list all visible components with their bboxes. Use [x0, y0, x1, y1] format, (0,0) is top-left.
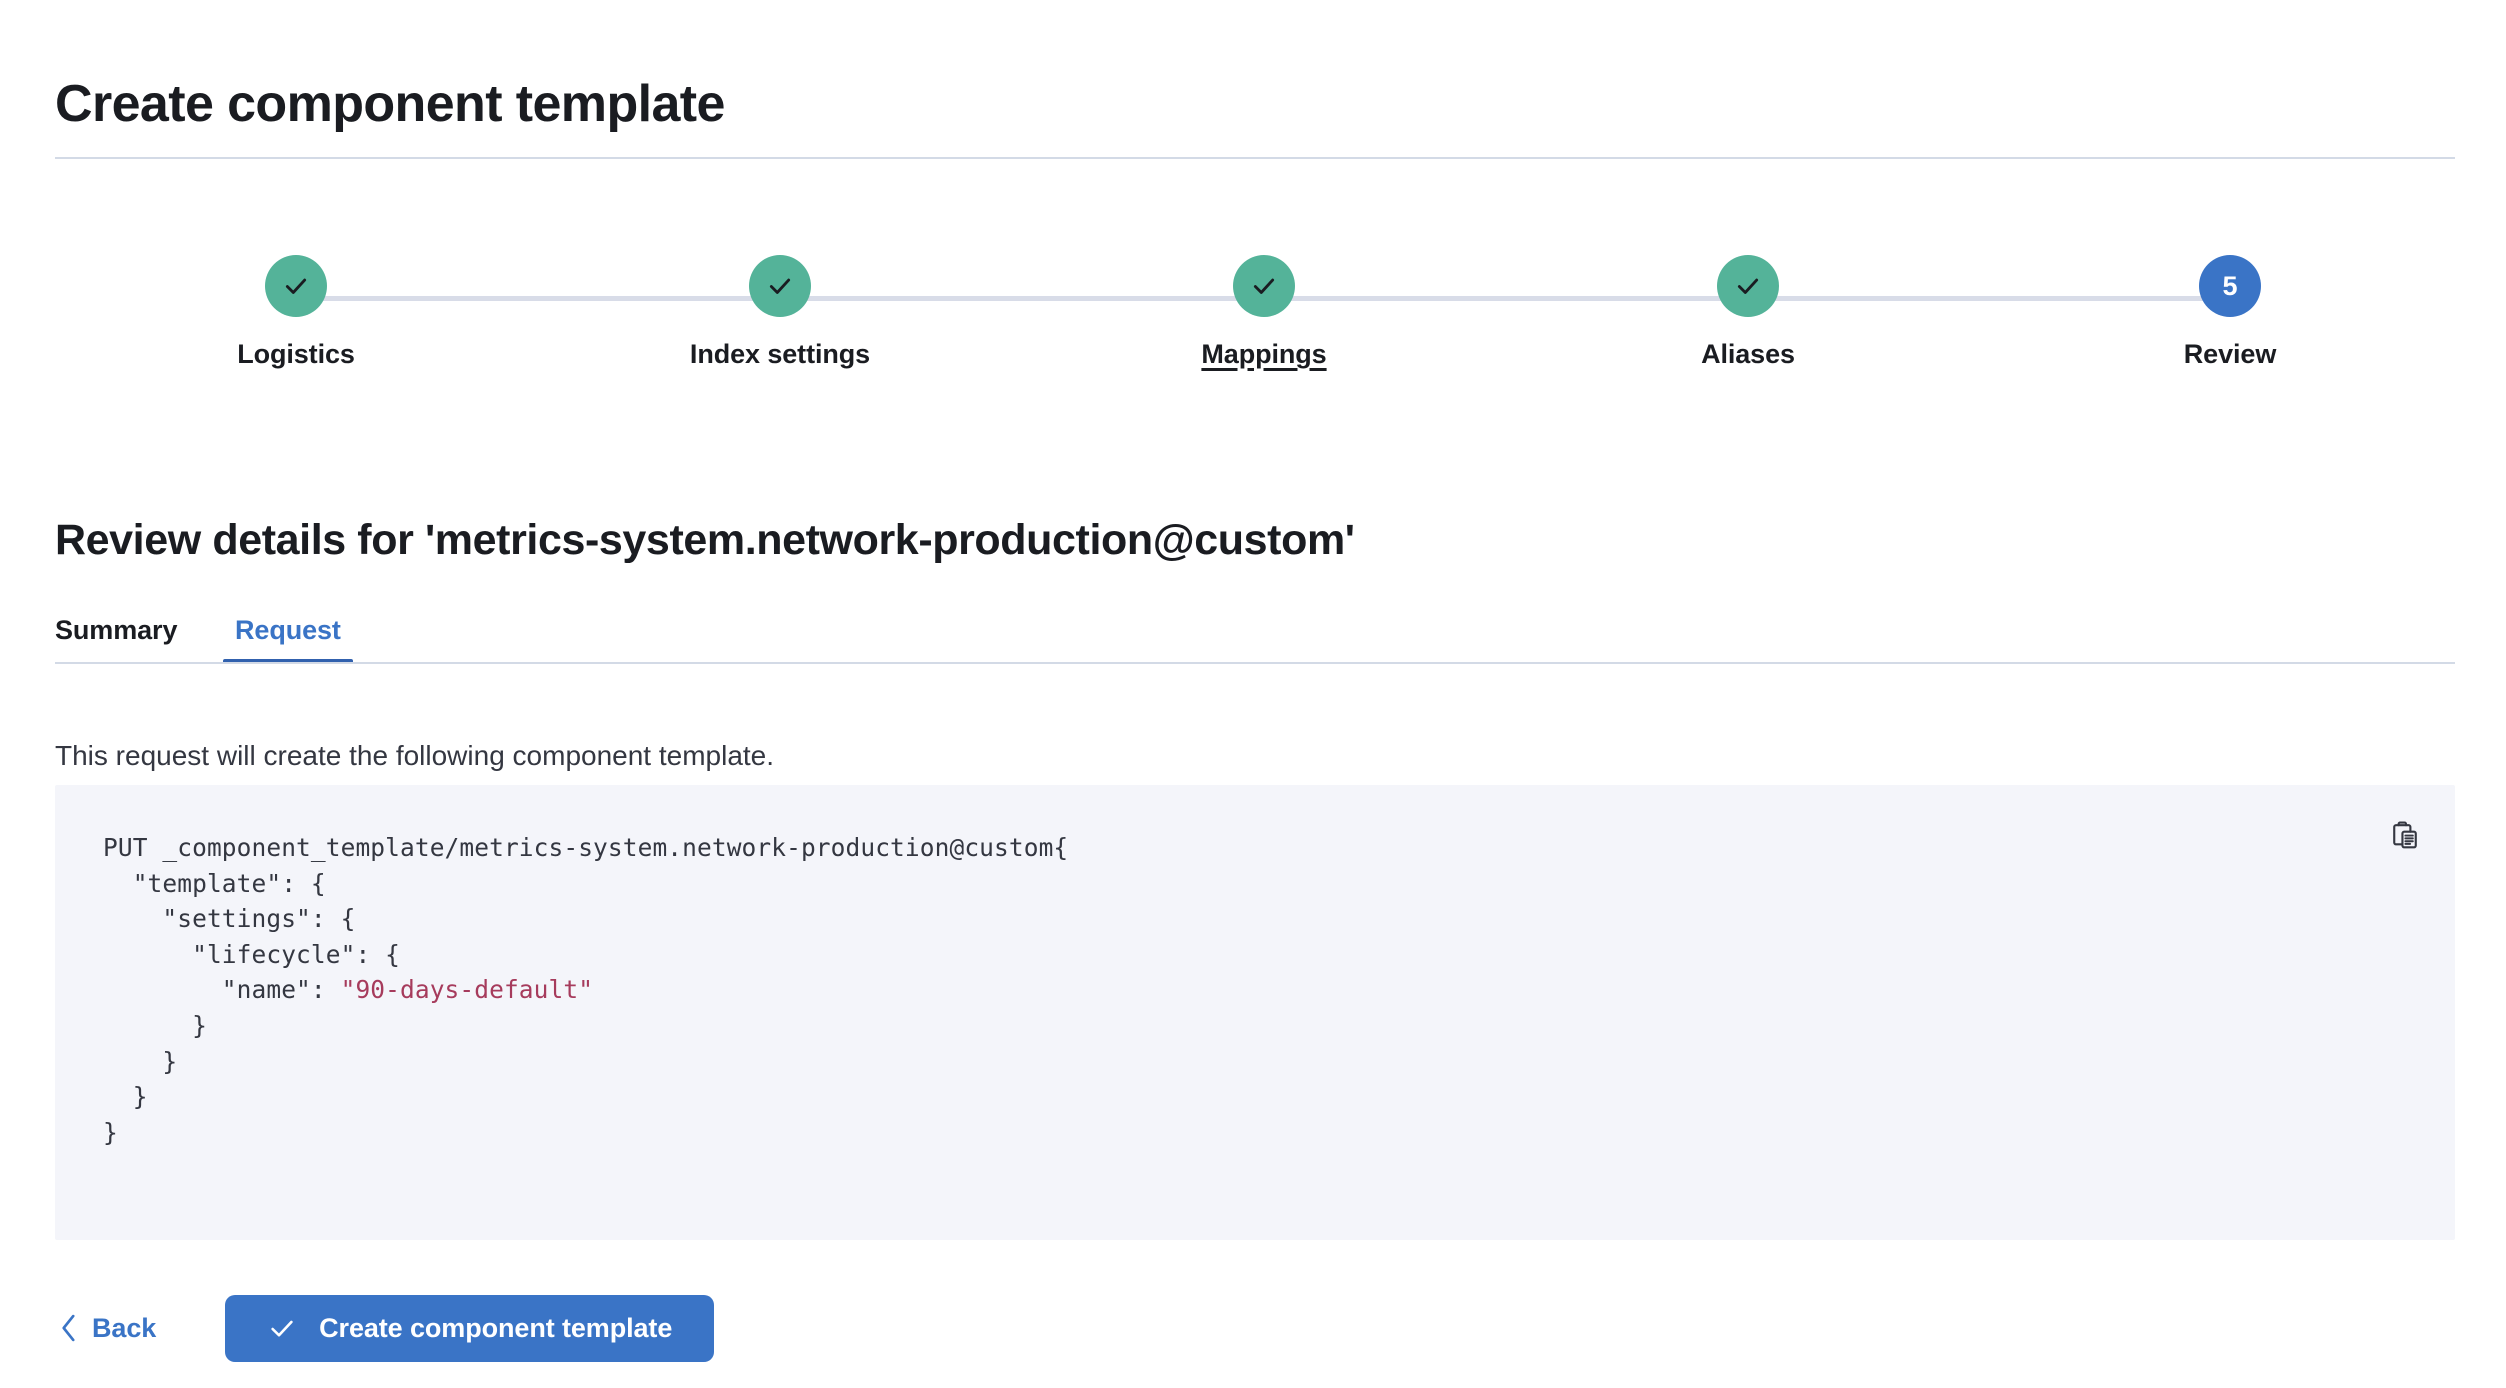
wizard-stepper: Logistics Index settings Mappings — [0, 255, 2506, 400]
create-button-label: Create component template — [319, 1312, 673, 1343]
request-code-block: PUT _component_template/metrics-system.n… — [55, 785, 2455, 1240]
chevron-left-icon — [62, 1314, 75, 1342]
check-icon — [271, 1320, 293, 1337]
check-icon — [769, 278, 791, 294]
header-divider — [55, 157, 2455, 159]
request-description: This request will create the following c… — [55, 740, 775, 771]
step-status-indicator-mappings[interactable] — [1233, 255, 1295, 317]
step-logistics[interactable]: Logistics — [136, 255, 456, 370]
code-body-after: } } } } — [103, 1010, 207, 1147]
copy-button[interactable] — [2377, 807, 2433, 863]
check-icon — [1737, 278, 1759, 294]
copy-clipboard-icon — [2393, 821, 2417, 849]
tabs-divider — [55, 662, 2455, 664]
check-icon — [285, 278, 307, 294]
check-icon — [1253, 278, 1275, 294]
step-number-badge: 5 — [2222, 270, 2238, 301]
create-component-template-button[interactable]: Create component template — [225, 1294, 715, 1362]
wizard-footer: Back Create component template — [55, 1288, 715, 1368]
code-body-before: { "template": { "settings": { "lifecycle… — [132, 833, 1069, 1005]
step-status-indicator-review[interactable]: 5 — [2199, 255, 2261, 317]
step-label-review[interactable]: Review — [2183, 339, 2277, 369]
step-mappings[interactable]: Mappings — [1104, 255, 1424, 370]
back-button-label: Back — [92, 1312, 157, 1343]
step-status-indicator-logistics[interactable] — [265, 255, 327, 317]
step-review[interactable]: 5 Review — [2070, 255, 2390, 370]
step-label-aliases[interactable]: Aliases — [1701, 339, 1795, 369]
step-aliases[interactable]: Aliases — [1588, 255, 1908, 370]
request-code-text: PUT _component_template/metrics-system.n… — [103, 830, 1068, 1150]
review-tabs: Summary Request — [55, 596, 2455, 664]
tab-summary[interactable]: Summary — [55, 596, 177, 664]
review-heading: Review details for 'metrics-system.netwo… — [55, 515, 1355, 564]
step-index-settings[interactable]: Index settings — [620, 255, 940, 370]
step-status-indicator-index-settings[interactable] — [749, 255, 811, 317]
code-request-line: PUT _component_template/metrics-system.n… — [103, 833, 1054, 862]
step-label-index-settings[interactable]: Index settings — [689, 339, 871, 369]
step-label-logistics[interactable]: Logistics — [237, 339, 355, 369]
step-status-indicator-aliases[interactable] — [1717, 255, 1779, 317]
step-label-mappings[interactable]: Mappings — [1201, 339, 1327, 369]
code-string-value: "90-days-default" — [340, 975, 594, 1005]
tab-request[interactable]: Request — [223, 596, 353, 664]
page-title: Create component template — [55, 74, 725, 133]
back-button[interactable]: Back — [55, 1303, 160, 1354]
